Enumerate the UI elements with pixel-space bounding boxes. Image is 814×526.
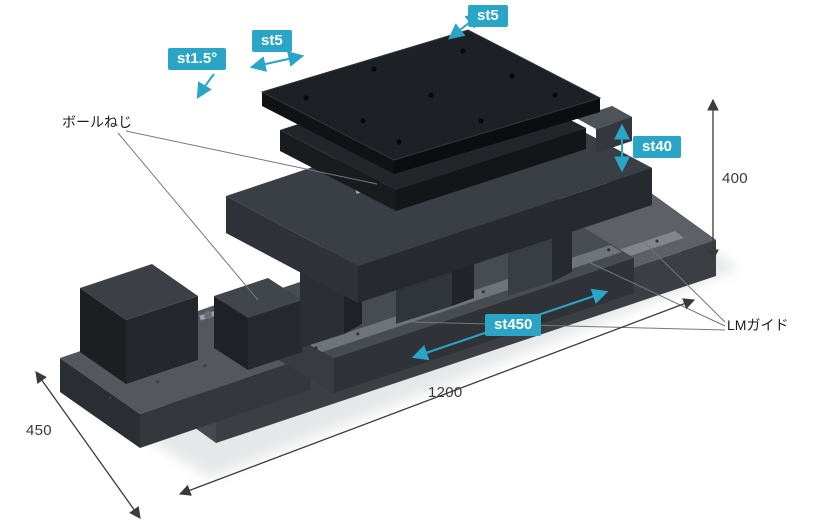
dimension-length-1200: 1200	[428, 384, 463, 401]
dimension-height-400: 400	[722, 170, 748, 187]
lm-guide-label: LMガイド	[727, 317, 789, 333]
top-plate	[260, 29, 602, 174]
badge-st5-upper: st5	[252, 30, 292, 53]
badge-st40: st40	[633, 136, 682, 159]
ball-screw-label: ボールねじ	[62, 114, 132, 130]
badge-st450: st450	[485, 314, 542, 337]
dimension-width-450: 450	[26, 422, 52, 439]
badge-st5-top: st5	[468, 5, 508, 28]
badge-st1-5deg: st1.5°	[168, 48, 227, 71]
dimension-arrows	[35, 98, 719, 519]
